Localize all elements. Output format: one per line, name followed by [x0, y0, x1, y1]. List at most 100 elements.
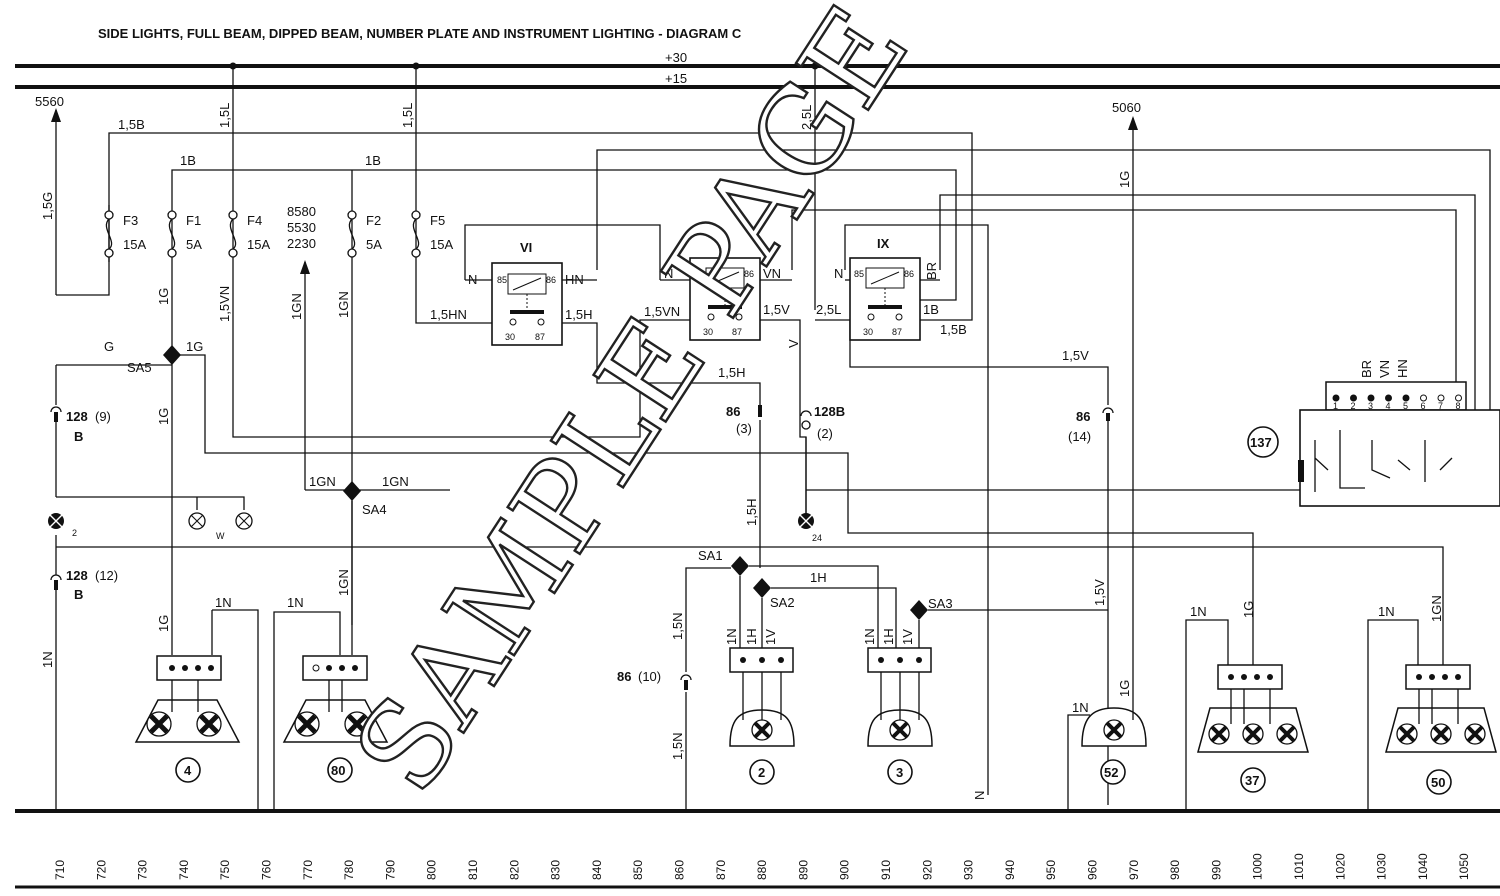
wire-label: 2,5L	[816, 302, 841, 317]
fuse-f5-rating: 15A	[430, 237, 453, 252]
scale-number: 790	[383, 860, 397, 880]
wire-label: 1GN	[309, 474, 336, 489]
wire-label: 1N	[1072, 700, 1089, 715]
wire-label: 1,5L	[217, 103, 232, 128]
connector-128-12-sub: B	[74, 587, 83, 602]
switch-pin-label: 3	[1368, 401, 1373, 411]
wire-label: 1N	[1378, 604, 1395, 619]
bus-30-label: +30	[665, 50, 687, 65]
switch-pin	[1367, 394, 1375, 402]
ref-arrow-5060: 5060	[1112, 100, 1141, 705]
wire-label: 1B	[365, 153, 381, 168]
connector-86-14-num: 86	[1076, 409, 1090, 424]
relay-vi: VI 85 86 30 87	[491, 240, 563, 346]
scale-number: 960	[1086, 860, 1100, 880]
bulb-lamp-w-left	[188, 512, 206, 530]
wire-label: 1,5VN	[217, 286, 232, 322]
splice-sa3-label: SA3	[928, 596, 953, 611]
scale-number: 820	[507, 860, 521, 880]
relay-v: V 85 86 30 87	[689, 236, 761, 341]
component-3-label: 3	[896, 765, 903, 780]
switch-pin	[1437, 394, 1445, 402]
connector-128b-2: 128B (2)	[800, 404, 845, 441]
switch-pin	[1402, 394, 1410, 402]
switch-pin	[1455, 394, 1462, 402]
wire-label: 1G	[186, 339, 203, 354]
wire-label: 1,5N	[670, 733, 685, 760]
wire-label: 1,5H	[718, 365, 745, 380]
relay-v-86: 86	[744, 269, 754, 279]
wire-label: 1,5H	[744, 499, 759, 526]
switch-pin	[1385, 394, 1392, 402]
wire-label: 1N	[724, 628, 739, 645]
component-137-label: 137	[1250, 435, 1272, 450]
warning-lamp-2: 2	[48, 513, 77, 538]
wire-label: G	[104, 339, 114, 354]
lamp-unit-37: 37	[1197, 664, 1309, 793]
wire-label: 1N	[1190, 604, 1207, 619]
scale-number: 900	[838, 860, 852, 880]
fuse-f3-rating: 15A	[123, 237, 146, 252]
switch-pin-label: 5	[1403, 401, 1408, 411]
wire-label: 1B	[180, 153, 196, 168]
scale-number: 1050	[1457, 853, 1471, 880]
connector-86-3-pin: (3)	[736, 421, 752, 436]
fuse-f3: F3 15A	[104, 205, 146, 262]
lamp-unit-52: 52	[1081, 705, 1147, 785]
scale-number: 710	[53, 860, 67, 880]
scale-number: 730	[136, 860, 150, 880]
wire-label: 1,5N	[670, 613, 685, 640]
relay-ix-85: 85	[854, 269, 864, 279]
wire-label: 1,5HN	[430, 307, 467, 322]
wire-label: VN	[763, 266, 781, 281]
connector-86-10: 86 (10)	[617, 669, 692, 690]
wire-label: VN	[1377, 360, 1392, 378]
scale-number: 1020	[1333, 853, 1347, 880]
wire-label: 1,5V	[763, 302, 790, 317]
relay-terminal-wiring	[465, 279, 950, 321]
switch-pin-label: 6	[1421, 401, 1426, 411]
warning-lamp-2-label: 2	[72, 528, 77, 538]
relay-vi-87: 87	[535, 332, 545, 342]
switch-pin	[1420, 394, 1427, 402]
wire-label: BR	[1359, 360, 1374, 378]
fuse-f2: F2 5A	[347, 205, 382, 262]
ref-arrow-8580: 8580 5530 2230	[287, 204, 316, 490]
ref-5530-label: 5530	[287, 220, 316, 235]
warning-lamp-24: 24	[798, 513, 822, 543]
lamp-unit-3: 3	[867, 647, 933, 785]
splice-sa1-label: SA1	[698, 548, 723, 563]
connector-86-10-num: 86	[617, 669, 631, 684]
wire-label: 1,5B	[118, 117, 145, 132]
scale-number: 840	[590, 860, 604, 880]
lamp-unit-2: 2	[729, 647, 795, 785]
scale-number: 920	[920, 860, 934, 880]
bulb-lamp-w-label: W	[216, 531, 225, 541]
diagram-title: SIDE LIGHTS, FULL BEAM, DIPPED BEAM, NUM…	[98, 26, 742, 41]
connector-128-12-num: 128	[66, 568, 88, 583]
connector-128b-2-pin: (2)	[817, 426, 833, 441]
scale-number: 770	[301, 860, 315, 880]
wire-label: 1G	[156, 615, 171, 632]
scale-number: 940	[1003, 860, 1017, 880]
relay-v-30: 30	[703, 327, 713, 337]
wire-label: 1,5H	[565, 307, 592, 322]
fuse-f4: F4 15A	[228, 205, 270, 262]
scale-number: 950	[1044, 860, 1058, 880]
fuse-f5-name: F5	[430, 213, 445, 228]
component-2-label: 2	[758, 765, 765, 780]
wire-label: 1G	[156, 408, 171, 425]
scale-number: 1030	[1375, 853, 1389, 880]
fuse-f3-name: F3	[123, 213, 138, 228]
connector-128-12-pin: (12)	[95, 568, 118, 583]
connector-128-9-sub: B	[74, 429, 83, 444]
wire-label: V	[786, 339, 801, 348]
wire-label: 1,5V	[1092, 579, 1107, 606]
component-80-label: 80	[331, 763, 345, 778]
relay-ix-86: 86	[904, 269, 914, 279]
wire-label: 1H	[810, 570, 827, 585]
wire-label: 2,5L	[799, 105, 814, 130]
